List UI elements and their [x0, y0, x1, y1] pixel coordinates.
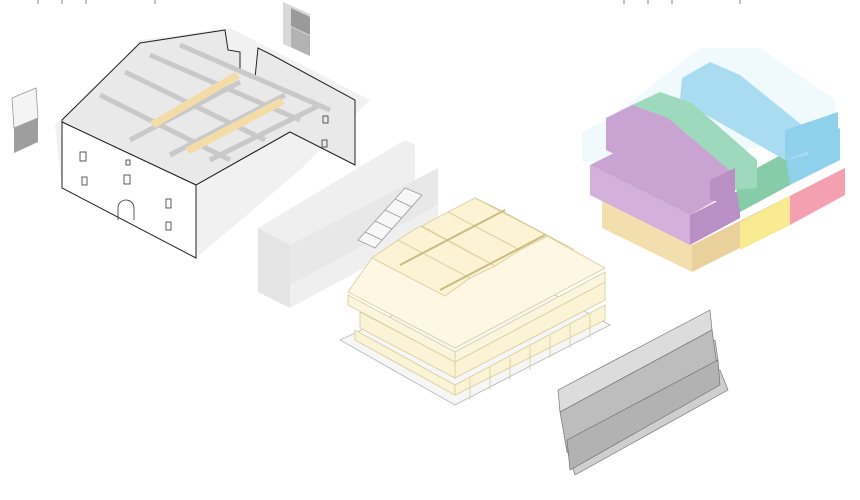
ghost-stair-volume — [258, 140, 438, 308]
timber-structure — [339, 197, 611, 406]
stair-icon — [357, 187, 423, 249]
facade-screen-panel — [557, 309, 729, 476]
facade-windows — [79, 115, 329, 231]
front-facade — [61, 121, 197, 259]
top-ticks — [37, 0, 741, 4]
historic-building-shell — [55, 28, 370, 259]
detached-wall-fragment-top — [283, 2, 310, 56]
detached-wall-fragment-left — [11, 87, 39, 153]
roof-trusses — [98, 42, 331, 163]
programme-volumes — [582, 48, 845, 272]
